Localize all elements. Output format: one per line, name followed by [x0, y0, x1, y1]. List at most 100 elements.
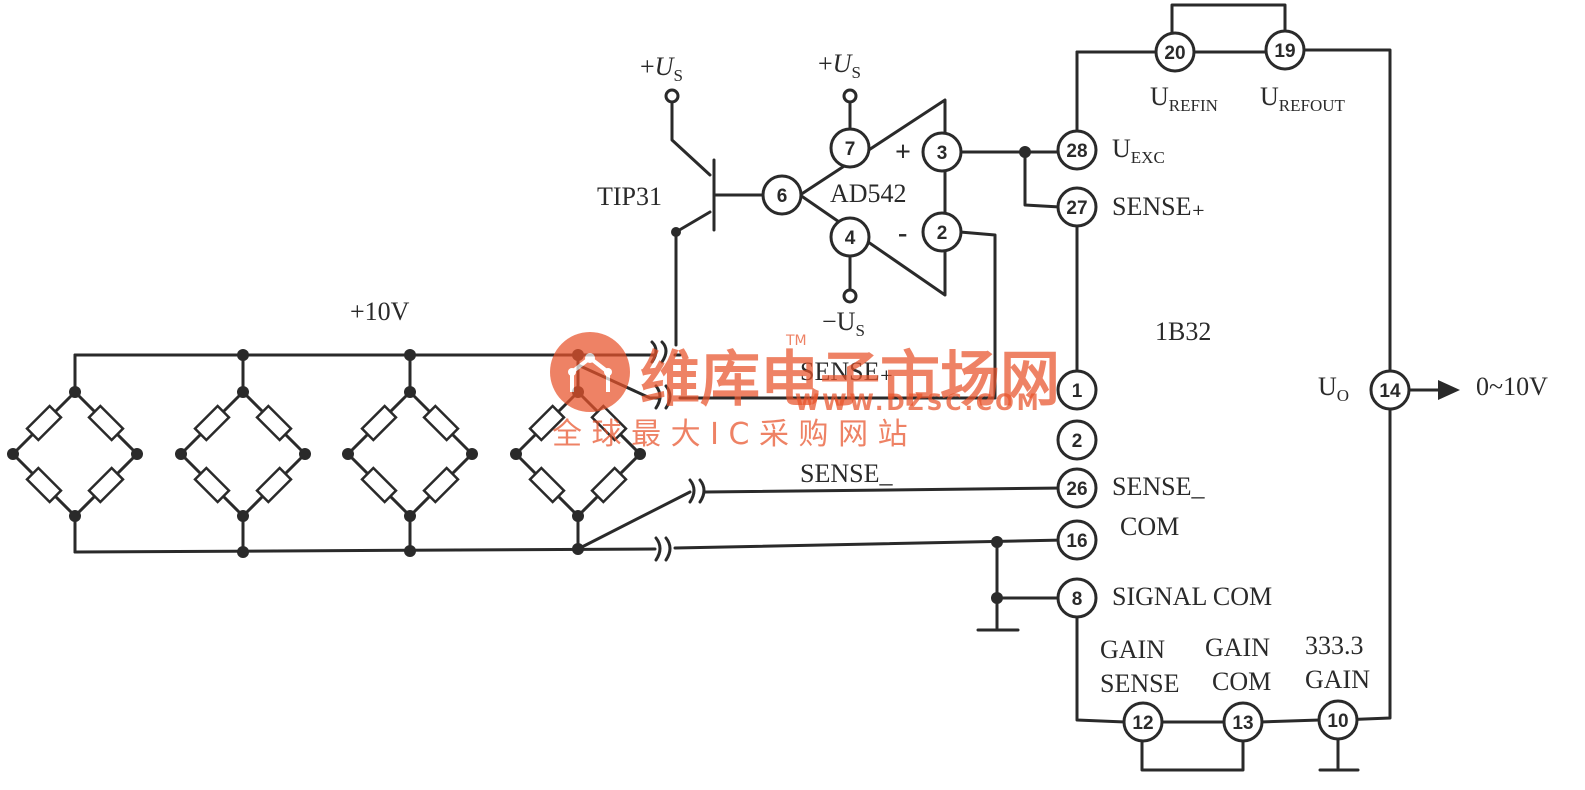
svg-text:2: 2 [1072, 431, 1083, 452]
module-pin-10: 10 [1317, 699, 1359, 741]
watermark-logo-icon [550, 332, 630, 412]
opamp-supply-plus-label: +US [818, 49, 861, 82]
svg-text:28: 28 [1066, 141, 1087, 162]
gain-sense-label-line2: SENSE [1100, 669, 1179, 698]
supply-terminals [664, 88, 858, 304]
transistor-supply-terminal [664, 88, 680, 104]
module-pin-8: 8 [1056, 577, 1098, 619]
svg-text:2: 2 [937, 223, 948, 244]
sense-minus-wire-label: SENSE_ [800, 459, 893, 488]
opamp-label: AD542 [830, 179, 907, 208]
gain-com-label-line1: GAIN [1205, 633, 1270, 662]
break-mark-3a [688, 478, 696, 504]
opamp-body [798, 98, 947, 297]
sense-plus-pin-label: SENSE₊ [1112, 192, 1205, 221]
svg-text:6: 6 [777, 186, 788, 207]
svg-text:3: 3 [937, 143, 948, 164]
module-pin-19: 19 [1264, 29, 1306, 71]
uexc-sense-link [1023, 150, 1062, 209]
break-mark-1b [660, 340, 668, 364]
opamp-minus-sign: - [898, 218, 907, 249]
svg-text:27: 27 [1066, 198, 1087, 219]
module-pin-26: 26 [1056, 467, 1098, 509]
bridge-supply-label: +10V [350, 297, 410, 326]
watermark-slogan: 全 球 最 大 I C 采 购 网 站 [552, 417, 908, 452]
u-exc-label: UEXC [1112, 134, 1165, 167]
opamp-supply-minus-label: −US [822, 307, 865, 340]
module-pin-28: 28 [1056, 129, 1098, 171]
opamp-pin-3: 3 [921, 131, 963, 173]
svg-text:10: 10 [1327, 711, 1348, 732]
signal-com-label: SIGNAL COM [1112, 582, 1272, 611]
output-arrow-head [1438, 380, 1460, 400]
strain-gauge-bridges [11, 390, 642, 518]
module-left-bottom [1075, 610, 1127, 724]
labels: +US +US −US TIP31 AD542 + - +10V SENSE₊ … [350, 49, 1548, 698]
watermark-brand: 维库电子市场网 [640, 345, 1060, 415]
svg-text:1: 1 [1072, 381, 1083, 402]
gain-sense-label-line1: GAIN [1100, 635, 1165, 664]
gain-com-label-line2: COM [1212, 667, 1271, 696]
svg-text:20: 20 [1164, 43, 1185, 64]
gain-333-label-line1: 333.3 [1305, 631, 1364, 660]
opamp-pin-7: 7 [829, 127, 871, 169]
u-out-label: UO [1318, 372, 1349, 405]
svg-text:4: 4 [845, 228, 856, 249]
bridge-bottom-rail [73, 547, 657, 554]
svg-text:19: 19 [1274, 41, 1295, 62]
break-mark-1a [650, 340, 658, 364]
bridge-4 [514, 390, 642, 518]
module-pin-13: 13 [1222, 701, 1264, 743]
svg-text:14: 14 [1379, 381, 1401, 402]
break-mark-4b [664, 536, 672, 562]
opamp-pin-6: 6 [761, 174, 803, 216]
break-mark-2b [664, 384, 672, 410]
collector-lead [670, 98, 712, 177]
module-pin-2: 2 [1056, 419, 1098, 461]
svg-text:13: 13 [1232, 713, 1253, 734]
wires [73, 3, 1460, 772]
sense-plus-wire-label: SENSE₊ [800, 357, 893, 386]
gain-link [1140, 740, 1245, 772]
transistor-supply-label: +US [640, 52, 683, 85]
opamp-plus-sign: + [895, 137, 911, 168]
output-range-label: 0~10V [1476, 372, 1548, 401]
module-pin-20: 20 [1154, 31, 1196, 73]
svg-text:12: 12 [1132, 713, 1153, 734]
watermark: 维库电子市场网 TM WWW.DZSC.COM 全 球 最 大 I C 采 购 … [550, 332, 1060, 452]
module-pin-14: 14 [1369, 369, 1411, 411]
sense-minus-pin-label: SENSE_ [1112, 472, 1205, 501]
svg-text:8: 8 [1072, 589, 1083, 610]
break-mark-2a [654, 384, 662, 410]
module-pin-1: 1 [1056, 369, 1098, 411]
bridge-2 [179, 390, 307, 518]
module-pin-12: 12 [1122, 701, 1164, 743]
com-label: COM [1120, 512, 1179, 541]
svg-text:7: 7 [845, 139, 856, 160]
opamp-vminus-terminal [842, 288, 858, 304]
sense-minus-line [703, 486, 1067, 494]
opamp-vplus-terminal [842, 88, 858, 104]
opamp-pin-4: 4 [829, 216, 871, 258]
transistor-label: TIP31 [597, 182, 662, 211]
break-mark-3b [698, 478, 706, 504]
opamp-pin-2: 2 [921, 211, 963, 253]
module-pins: 20 19 28 27 1 2 26 16 [1056, 29, 1411, 743]
com-line [673, 538, 1067, 550]
watermark-url: WWW.DZSC.COM [795, 391, 1042, 416]
bridge-3 [346, 390, 474, 518]
bridge-1 [11, 390, 139, 518]
sense-minus-lead [576, 490, 692, 551]
watermark-tm: TM [785, 333, 807, 349]
sense-plus-feedback [678, 230, 997, 400]
gain-333-label-line2: GAIN [1305, 665, 1370, 694]
svg-text:26: 26 [1066, 479, 1087, 500]
module-right-top [1303, 48, 1392, 374]
u-refin-label: UREFIN [1150, 82, 1218, 115]
emitter-diagonal [674, 210, 712, 234]
u-refout-label: UREFOUT [1260, 82, 1346, 115]
svg-text:16: 16 [1066, 531, 1087, 552]
gain-bottom-right [1258, 718, 1322, 724]
